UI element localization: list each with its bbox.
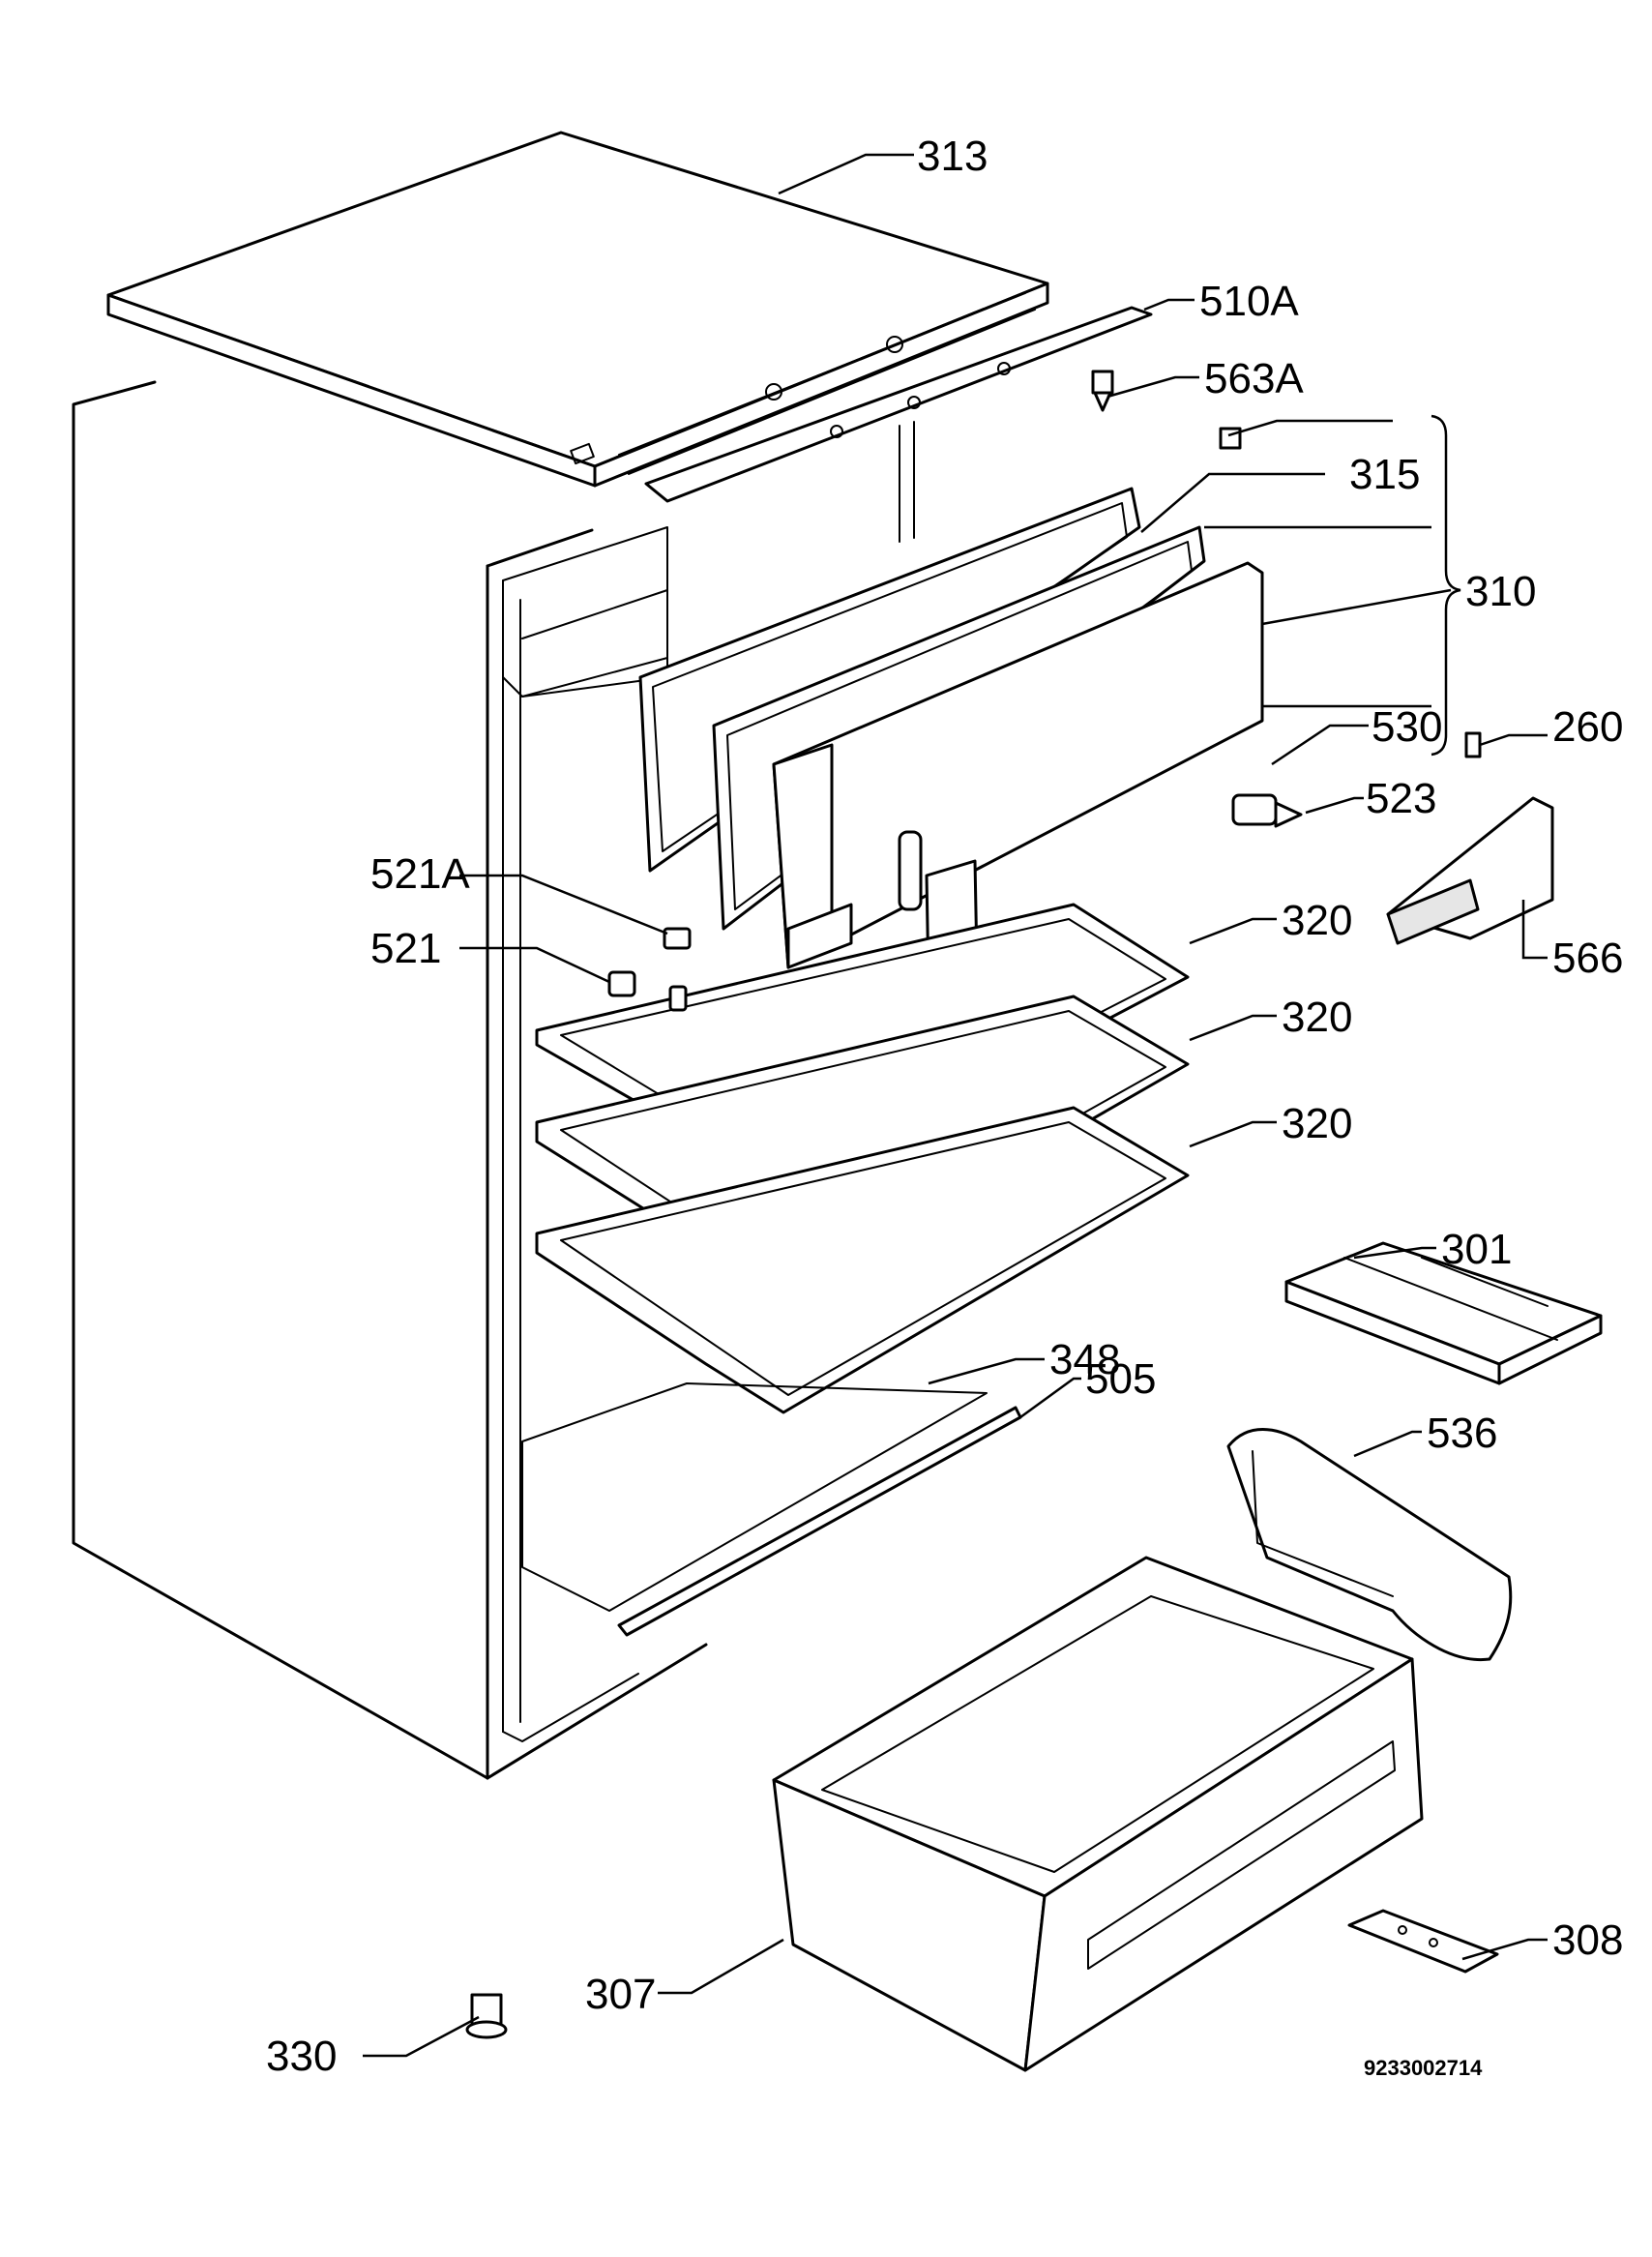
label-308: 308 <box>1552 1916 1623 1964</box>
label-505: 505 <box>1085 1355 1156 1403</box>
label-320-top: 320 <box>1282 897 1352 944</box>
front-strip-510a <box>644 306 1153 503</box>
bottle-holder-536 <box>1226 1428 1513 1662</box>
label-310: 310 <box>1465 568 1536 615</box>
small-parts <box>607 731 1554 1012</box>
label-320-bottom: 320 <box>1282 1100 1352 1147</box>
label-521: 521 <box>370 925 441 972</box>
label-530: 530 <box>1372 703 1442 751</box>
crisper-drawer-307 <box>772 1556 1424 2072</box>
label-536: 536 <box>1427 1410 1497 1457</box>
ice-tray-301 <box>1284 1241 1603 1385</box>
glass-plate-348 <box>521 1382 1022 1637</box>
label-260: 260 <box>1552 703 1623 751</box>
label-307: 307 <box>585 1971 656 2018</box>
label-563a: 563A <box>1204 355 1304 402</box>
label-315: 315 <box>1349 451 1420 498</box>
freezer-door-assembly <box>638 487 1264 984</box>
leader-lines <box>363 153 1548 2058</box>
label-510a: 510A <box>1199 278 1299 325</box>
label-348: 348 <box>1049 1336 1120 1383</box>
drawing-code: 9233002714 <box>1364 2056 1483 2080</box>
label-320-middle: 320 <box>1282 994 1352 1041</box>
label-523: 523 <box>1366 775 1436 822</box>
hinge-pin-563a <box>1091 370 1242 450</box>
glass-shelf-320-bottom <box>535 1106 1190 1414</box>
label-521a: 521A <box>370 850 470 898</box>
adjustable-foot-330 <box>465 1993 508 2039</box>
label-301: 301 <box>1441 1226 1512 1273</box>
bracket-308 <box>1347 1909 1499 1974</box>
label-330: 330 <box>266 2033 337 2080</box>
top-cover-313 <box>106 131 1049 488</box>
label-313: 313 <box>917 133 988 180</box>
part-labels: 313 510A 563A 315 310 260 530 523 521A 5… <box>266 133 1623 2080</box>
label-566: 566 <box>1552 935 1623 982</box>
